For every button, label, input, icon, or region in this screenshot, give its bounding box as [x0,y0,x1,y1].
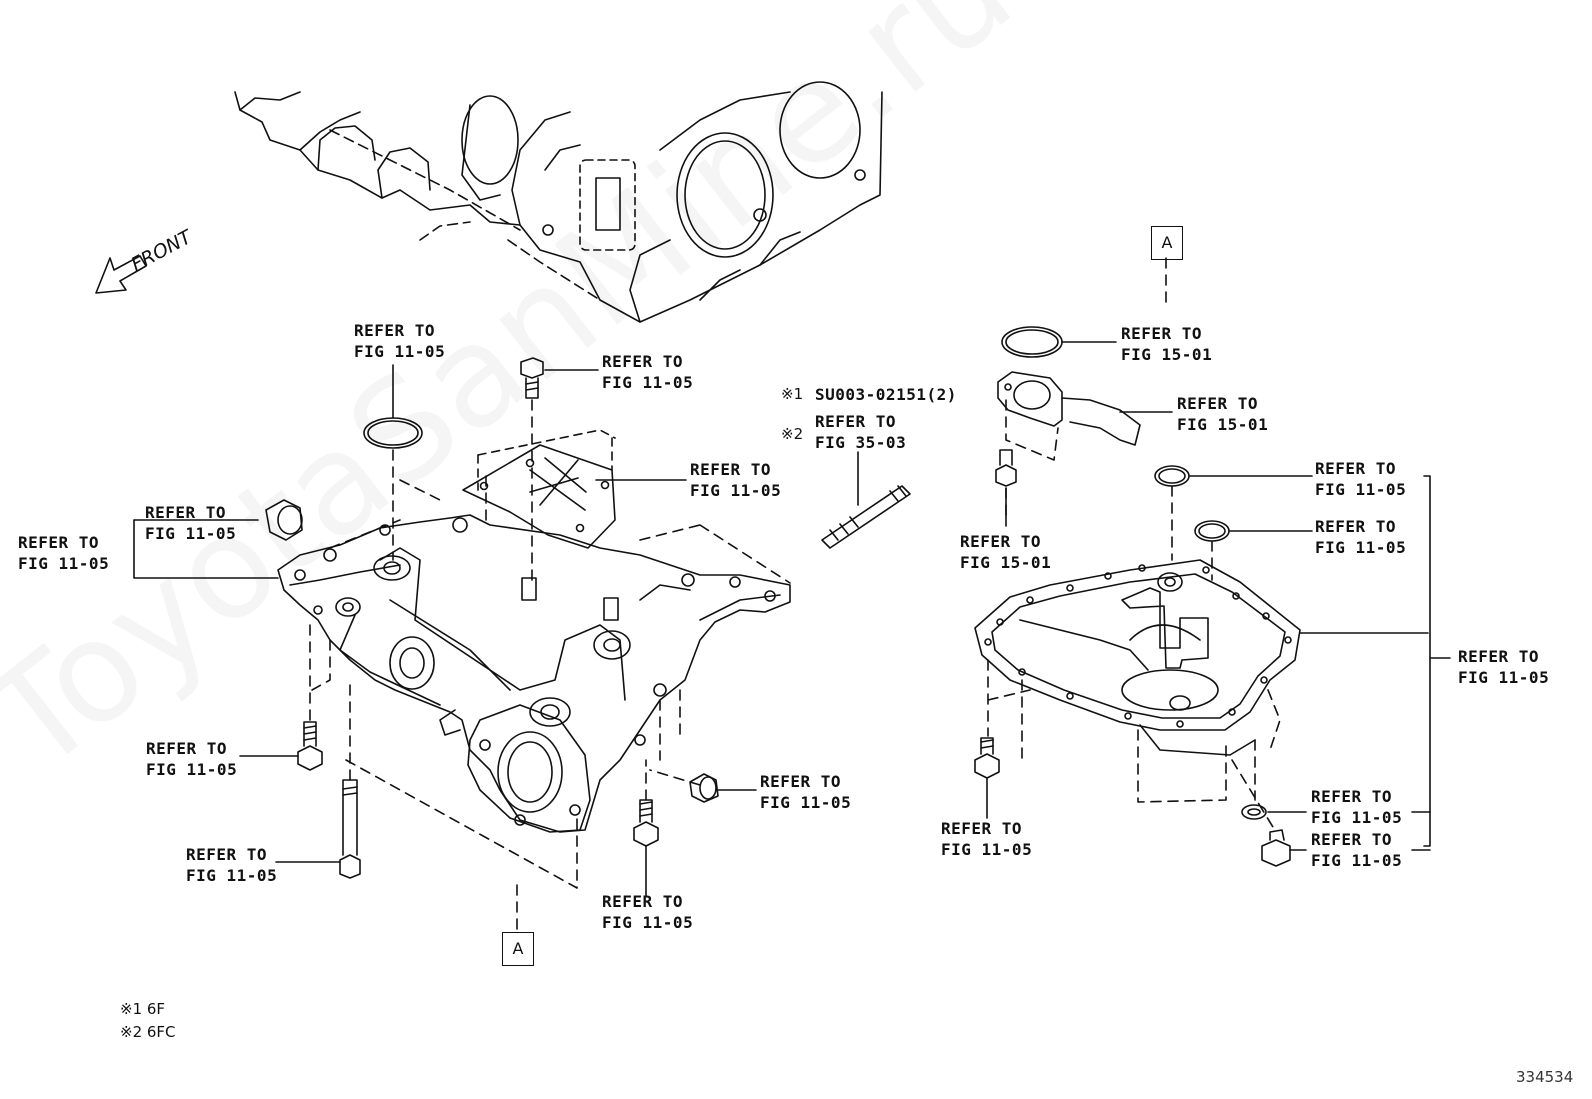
callout-stud[interactable]: REFER TO FIG 35-03 [815,412,907,452]
callout-pan-ring-2[interactable]: REFER TO FIG 11-05 [1315,517,1407,557]
pan-ring-drawing [1154,465,1230,542]
callout-plug-lower[interactable]: REFER TO FIG 11-05 [760,772,852,812]
callout-drain-gasket[interactable]: REFER TO FIG 11-05 [1311,787,1403,827]
long-bolt-drawing [339,779,361,879]
gasket-drawing [1001,326,1063,358]
oil-pan-drawing [974,559,1301,756]
callout-plug[interactable]: REFER TO FIG 11-05 [145,503,237,543]
plug-drawing [265,499,303,541]
footnote-1: ※1 6F [120,1000,166,1018]
callout-bolt-lower-left[interactable]: REFER TO FIG 11-05 [146,739,238,779]
marker-1: ※1 [781,385,804,403]
reference-box-a: A [502,932,534,966]
callout-gasket[interactable]: REFER TO FIG 15-01 [1121,324,1213,364]
callout-bolt-top[interactable]: REFER TO FIG 11-05 [602,352,694,392]
alignment-lines-left [309,399,791,933]
bolt-drawing [520,357,544,399]
oil-pan-upper-drawing [277,514,791,833]
callout-oil-pan-upper[interactable]: REFER TO FIG 11-05 [18,533,110,573]
plug-lower-drawing [689,773,719,803]
footnote-2: ※2 6FC [120,1023,176,1041]
callout-o-ring[interactable]: REFER TO FIG 11-05 [354,321,446,361]
callout-bolt-lower-center[interactable]: REFER TO FIG 11-05 [602,892,694,932]
callout-strainer-bolt[interactable]: REFER TO FIG 15-01 [960,532,1052,572]
o-ring-drawing [363,417,423,449]
leader-lines-left [133,364,859,897]
baffle-plate-drawing [462,429,616,549]
drain-gasket-drawing [1241,804,1267,820]
callout-baffle-plate[interactable]: REFER TO FIG 11-05 [690,460,782,500]
callout-pan-ring-1[interactable]: REFER TO FIG 11-05 [1315,459,1407,499]
engine-block-drawing [234,81,883,323]
callout-strainer[interactable]: REFER TO FIG 15-01 [1177,394,1269,434]
front-arrow-icon [95,255,147,294]
callout-stud-part-number[interactable]: SU003-02151(2) [815,385,957,404]
reference-box-a: A [1151,226,1183,260]
alignment-lines-right [987,257,1281,833]
bolt-lower-left-drawing [297,721,323,771]
leader-lines-right [986,341,1451,851]
bolt-lower-center-drawing [633,799,659,847]
callout-drain-plug[interactable]: REFER TO FIG 11-05 [1311,830,1403,870]
marker-2: ※2 [781,425,804,443]
callout-oil-pan[interactable]: REFER TO FIG 11-05 [1458,647,1550,687]
pan-bolt-drawing [974,737,1000,779]
figure-number: 334534 [1516,1068,1574,1086]
drain-plug-drawing [1261,829,1291,867]
stud-drawing [821,485,911,549]
oil-strainer-drawing [997,371,1141,446]
callout-long-bolt[interactable]: REFER TO FIG 11-05 [186,845,278,885]
callout-pan-bolt[interactable]: REFER TO FIG 11-05 [941,819,1033,859]
strainer-bolt-drawing [995,449,1017,487]
